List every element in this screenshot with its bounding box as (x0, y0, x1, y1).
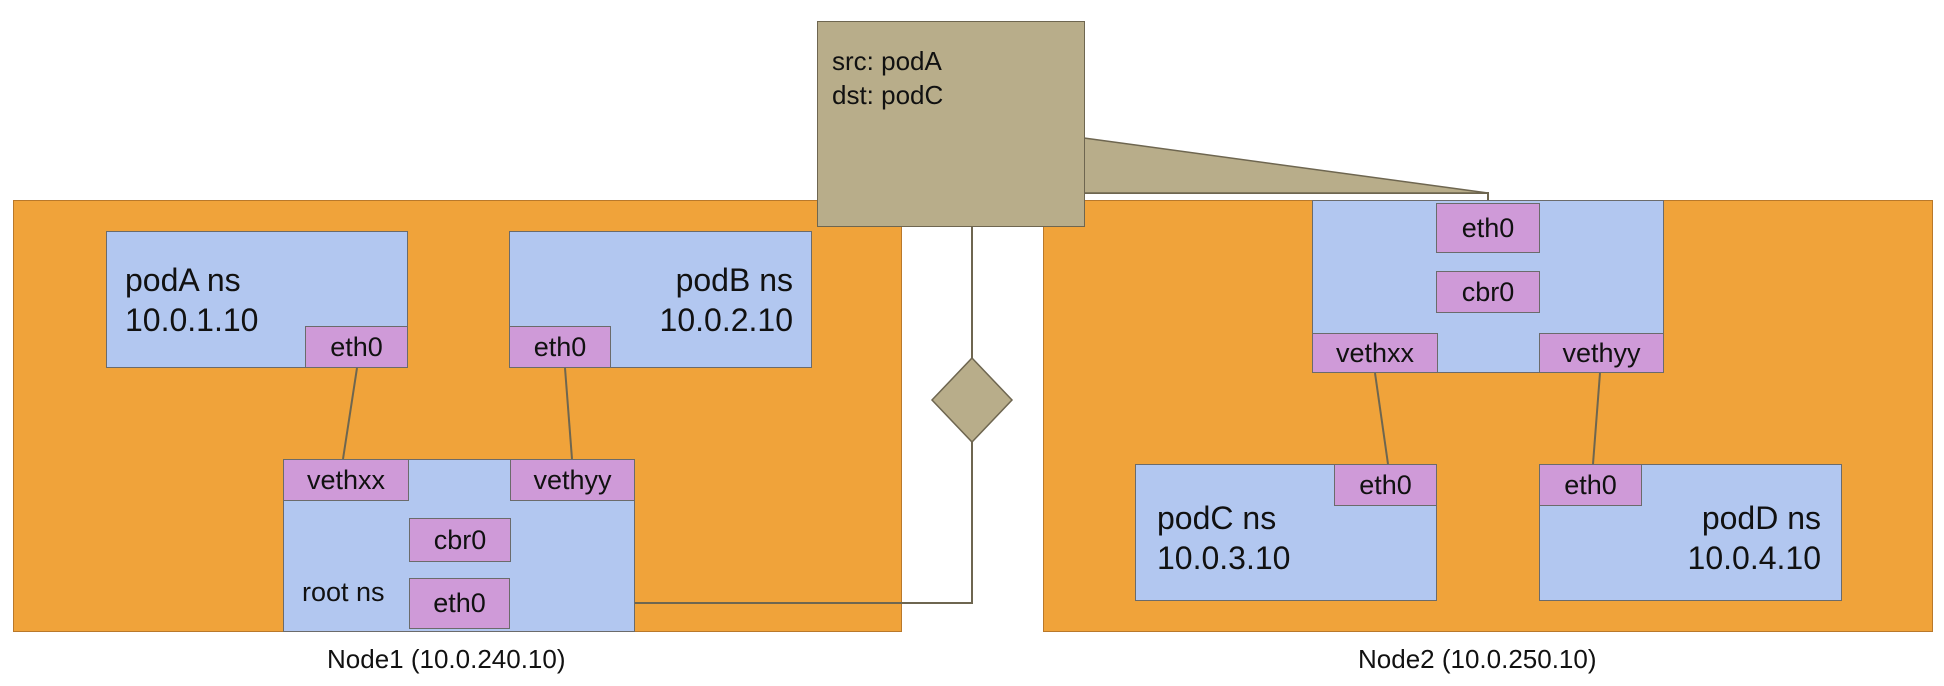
podD-ip: 10.0.4.10 (1687, 540, 1821, 576)
podB-eth0: eth0 (509, 326, 611, 368)
node1-vethxx: vethxx (283, 459, 409, 501)
node2-vethyy: vethyy (1539, 333, 1664, 373)
podA-ip: 10.0.1.10 (125, 302, 259, 338)
packet-callout: src: podA dst: podC (817, 21, 1085, 227)
node1-eth0: eth0 (409, 578, 510, 629)
node2-vethxx: vethxx (1312, 333, 1438, 373)
podA-ns-label: podA ns (125, 262, 241, 298)
node1-cbr0: cbr0 (409, 518, 511, 562)
podC-eth0: eth0 (1334, 464, 1437, 506)
podB-ip: 10.0.2.10 (659, 302, 793, 338)
link-router-up (971, 225, 1084, 358)
node2-cbr0: cbr0 (1436, 271, 1540, 313)
link-vethxx-podC (1374, 372, 1389, 465)
podA-eth0: eth0 (305, 326, 408, 368)
node1-vethyy: vethyy (510, 459, 635, 501)
link-node1-eth0-router (510, 442, 973, 604)
podD-eth0: eth0 (1539, 464, 1642, 506)
router-diamond (930, 356, 1014, 444)
node2-label: Node2 (10.0.250.10) (1358, 644, 1597, 674)
packet-dst: dst: podC (832, 80, 944, 110)
podC-ip: 10.0.3.10 (1157, 540, 1291, 576)
podC-ns-label: podC ns (1157, 500, 1277, 536)
podD-ns-label: podD ns (1701, 500, 1821, 536)
link-vethyy-podD (1592, 372, 1601, 465)
packet-src: src: podA (832, 46, 942, 76)
link-podB-vethyy (564, 367, 573, 460)
node1-label: Node1 (10.0.240.10) (327, 644, 566, 674)
node2-eth0: eth0 (1436, 203, 1540, 253)
link-podA-vethxx (342, 367, 358, 460)
packet-callout-pointer (1083, 137, 1489, 194)
podB-ns-label: podB ns (675, 262, 793, 298)
root-ns-label: root ns (302, 577, 385, 607)
